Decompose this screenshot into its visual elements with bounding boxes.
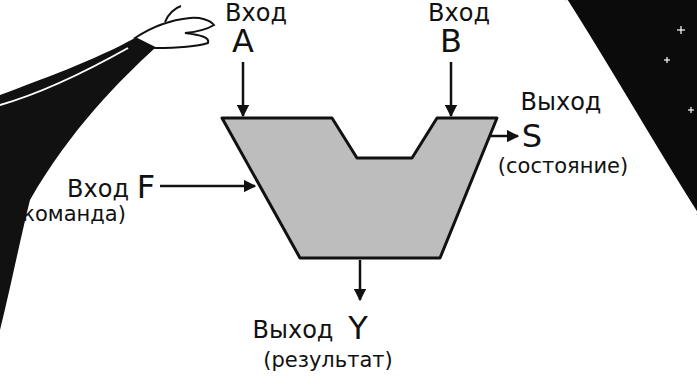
signal-note: (состояние) — [498, 156, 628, 177]
sleeve — [0, 38, 155, 330]
input-caption: Вход — [428, 1, 490, 25]
thumb — [165, 6, 181, 22]
signal-name: Y — [348, 312, 368, 344]
signal-arrows — [160, 62, 518, 300]
output-caption: Выход — [253, 318, 334, 342]
signal-note: (команда) — [14, 204, 126, 225]
signal-name: S — [522, 120, 542, 152]
output-caption: Выход — [521, 90, 602, 114]
input-caption: Вход — [67, 177, 129, 201]
input-caption: Вход — [225, 1, 287, 25]
alu-shape — [222, 118, 497, 258]
signal-name: F — [137, 171, 155, 203]
signal-note: (результат) — [263, 350, 392, 371]
signal-name: A — [232, 25, 254, 57]
signal-name: B — [440, 25, 462, 57]
hand — [135, 18, 214, 48]
sleeve-fold — [0, 48, 128, 105]
stars — [664, 26, 694, 113]
